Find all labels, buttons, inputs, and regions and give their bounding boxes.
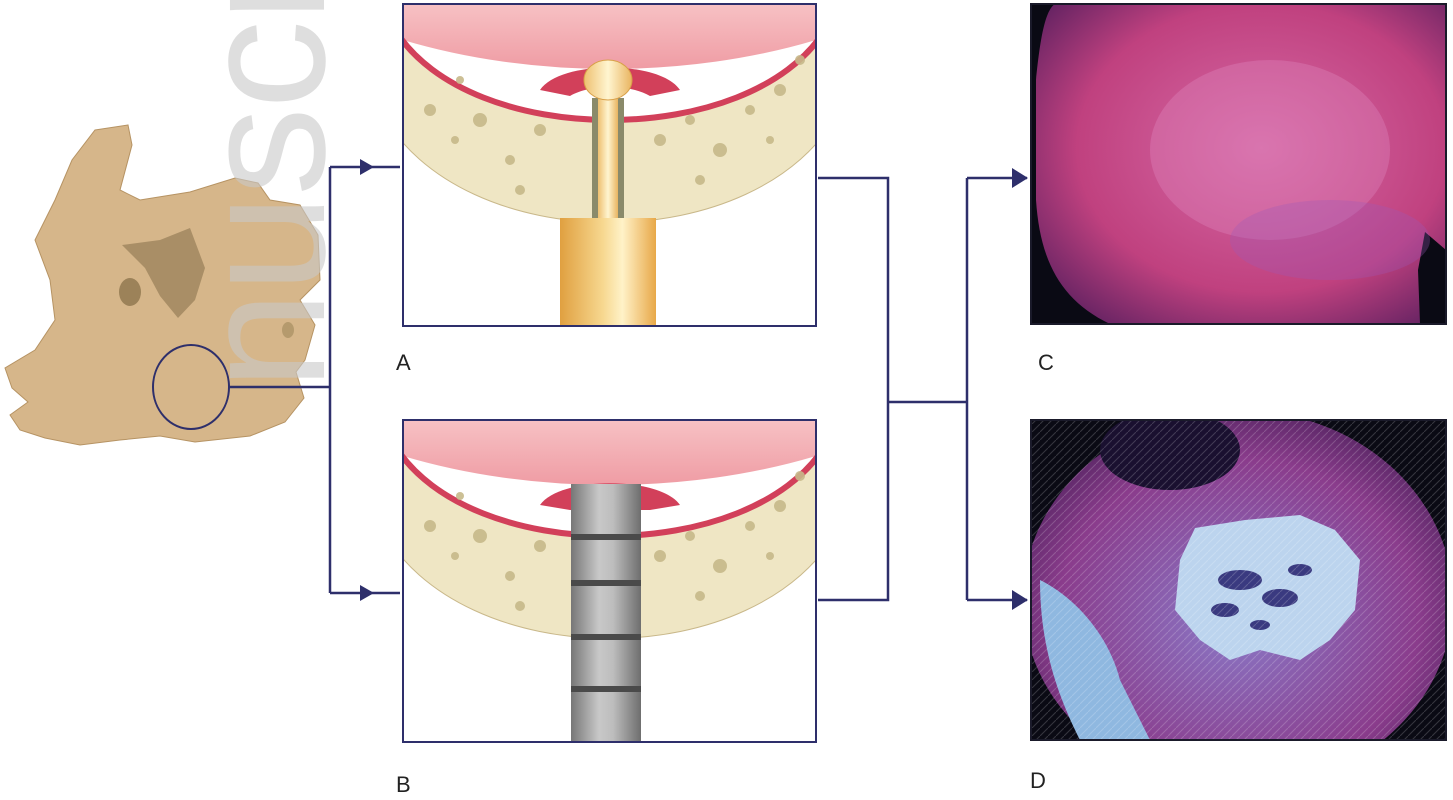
panel-d-label: D [1030,768,1046,794]
panel-c-photo [1031,4,1446,324]
panel-b-illustration [380,420,840,742]
arrow-to-c [1012,168,1028,188]
panel-a-label: A [396,350,411,376]
panel-a-illustration [380,4,840,326]
panel-c-label: C [1038,350,1054,376]
arrow-to-d [1012,590,1028,610]
arrow-to-b [360,585,374,601]
panel-d-photo [1023,410,1453,790]
manuscript-watermark: nuscript [160,0,365,390]
panel-b-label: B [396,772,411,798]
